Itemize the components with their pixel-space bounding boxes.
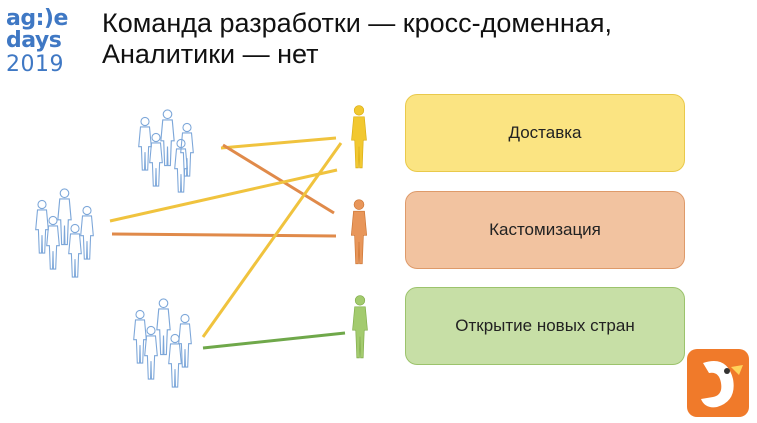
person-icon	[68, 223, 82, 278]
logo-line-2: days	[6, 28, 62, 53]
dev-team-bottom	[133, 298, 192, 388]
domain-box-customization: Кастомизация	[405, 191, 685, 269]
line-team-bottom-to-analyst-green	[202, 331, 346, 350]
agile-days-logo: ag:)e days 2019	[6, 8, 76, 76]
domain-label: Доставка	[508, 123, 582, 142]
dev-team-left	[35, 188, 94, 278]
domain-box-delivery: Доставка	[405, 94, 685, 172]
line-team-top-to-analyst-yellow	[220, 136, 337, 150]
domain-box-new-countries: Открытие новых стран	[405, 287, 685, 365]
logo-year: 2019	[6, 52, 64, 77]
person-icon	[80, 205, 94, 260]
analyst-orange-person-icon	[350, 199, 368, 265]
person-icon	[156, 298, 171, 356]
person-icon	[144, 325, 158, 380]
slide-title: Команда разработки — кросс-доменная, Ана…	[102, 8, 612, 70]
line-team-left-to-analyst-yellow	[109, 168, 338, 223]
person-icon	[174, 138, 188, 193]
title-line-1: Команда разработки — кросс-доменная,	[102, 8, 612, 38]
title-line-2: Аналитики — нет	[102, 39, 319, 69]
dev-team-top	[138, 109, 194, 193]
logo-line-1: ag:)e	[6, 6, 68, 31]
line-team-left-to-analyst-orange	[111, 232, 337, 238]
domain-label: Кастомизация	[489, 220, 601, 239]
person-icon	[57, 188, 72, 246]
person-icon	[168, 333, 182, 388]
analyst-yellow-person-icon	[350, 104, 368, 169]
connection-lines	[109, 136, 346, 350]
person-icon	[46, 215, 60, 270]
dodo-logo-icon	[687, 349, 749, 417]
line-team-bottom-to-analyst-yellow	[201, 142, 343, 338]
domain-label: Открытие новых стран	[455, 316, 635, 335]
person-icon	[160, 109, 175, 167]
analyst-green-person-icon	[351, 294, 369, 359]
line-team-top-to-analyst-orange	[222, 143, 335, 215]
